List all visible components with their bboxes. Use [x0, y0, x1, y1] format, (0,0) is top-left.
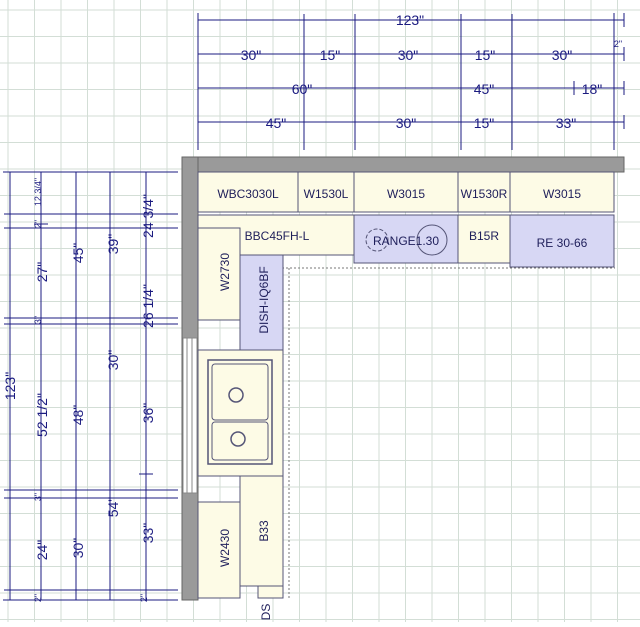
left-dim-col5: 33"	[140, 523, 156, 544]
cabinet-b15r[interactable]	[457, 214, 511, 264]
cabinet-label: W3015	[387, 187, 425, 201]
top-dim-row2: 30"	[241, 47, 262, 63]
top-wall	[181, 156, 625, 173]
appliance-label: RE 30-66	[537, 236, 588, 250]
cabinet-label: B33	[257, 520, 271, 542]
cabinet-label: W2730	[218, 253, 232, 291]
left-dim-col4: 39"	[105, 234, 121, 255]
dimension-lines	[3, 13, 625, 601]
top-dim-row2: 15"	[320, 47, 341, 63]
appliance-label: RANGE1.30	[373, 234, 439, 248]
sink-outline	[207, 359, 273, 465]
sink-drain	[230, 431, 246, 447]
appliance-re-30-66[interactable]	[509, 214, 615, 268]
left-dim-col2: 3"	[33, 316, 43, 324]
cabinet-w2730[interactable]	[197, 227, 241, 321]
left-dim-col2: 2"	[33, 594, 43, 602]
top-dim-row4: 33"	[556, 115, 577, 131]
left-dim-col2: 27"	[34, 262, 50, 283]
left-dim-col3: 48"	[70, 405, 86, 426]
cabinet-ds[interactable]	[257, 585, 284, 599]
cabinet-w3015-1[interactable]	[353, 171, 459, 213]
top-dim-row2: 30"	[398, 47, 419, 63]
top-dim-row3: 45"	[474, 81, 495, 97]
top-dim-row3: 18"	[582, 81, 603, 97]
left-dim-col4: 30"	[105, 350, 121, 371]
cabinet-label: BBC45FH-L	[245, 229, 310, 243]
left-dim-col2: 52 1/2"	[34, 393, 50, 437]
range-burner	[416, 224, 448, 256]
cabinet-w1530l[interactable]	[297, 171, 355, 213]
left-dim-col5: 24 3/4"	[140, 194, 156, 238]
left-dim-col2: 12 3/4"	[33, 178, 43, 206]
cabinet-b33[interactable]	[239, 475, 284, 587]
cabinet-wbc3030l[interactable]	[197, 171, 299, 213]
top-dim-row3: 60"	[292, 81, 313, 97]
left-dim-col4: 54"	[105, 497, 121, 518]
cabinet-label: WBC3030L	[217, 187, 279, 201]
left-dim-col3: 30"	[70, 538, 86, 559]
cabinet-label: W3015	[543, 187, 581, 201]
cabinet-label: W1530R	[461, 187, 508, 201]
range-burner	[365, 228, 389, 252]
window-opening	[182, 337, 198, 494]
sink-drain	[228, 387, 244, 403]
left-dim-overall: 123"	[2, 372, 18, 400]
left-dim-col2: 3"	[33, 493, 43, 501]
cabinet-w1530r[interactable]	[457, 171, 511, 213]
sink-basin-1	[211, 363, 269, 421]
left-dim-col3: 45"	[70, 243, 86, 264]
appliance-label: DISH-IQ6BF	[257, 266, 271, 333]
left-dim-col5: 2"	[139, 594, 149, 602]
cabinet-w2430[interactable]	[197, 501, 241, 599]
top-dim-row2: 30"	[552, 47, 573, 63]
cabinet-label: B15R	[469, 229, 499, 243]
cabinet-label: W2430	[218, 529, 232, 567]
top-dim-overall-end: 2"	[614, 39, 622, 49]
top-dim-row4: 30"	[396, 115, 417, 131]
cabinet-w3015-2[interactable]	[509, 171, 615, 213]
top-dim-row4: 15"	[474, 115, 495, 131]
left-dim-col2: 24"	[34, 540, 50, 561]
appliance-dishwasher[interactable]	[239, 254, 284, 351]
left-dim-col5: 26 1/4"	[140, 284, 156, 328]
sink-base[interactable]	[197, 349, 284, 477]
cabinet-label: DS	[259, 604, 273, 621]
cabinet-label: W1530L	[304, 187, 349, 201]
top-dim-row2: 15"	[475, 47, 496, 63]
sink-basin-2	[211, 421, 269, 461]
left-dim-col5: 36"	[140, 403, 156, 424]
top-dim-row4: 45"	[266, 115, 287, 131]
left-dim-col2: 2"	[33, 220, 43, 228]
top-dim-overall: 123"	[396, 12, 424, 28]
